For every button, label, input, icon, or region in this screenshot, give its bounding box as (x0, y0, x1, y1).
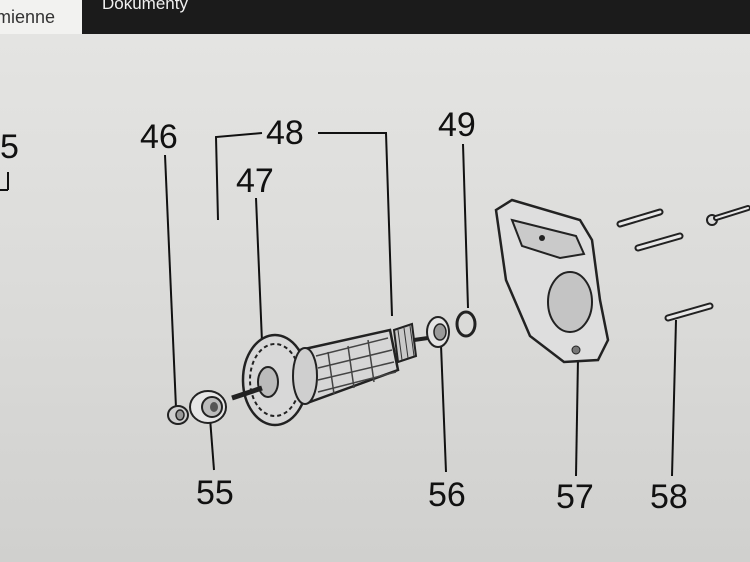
leader-57 (575, 357, 579, 477)
callout-58: 58 (650, 478, 688, 516)
tab-dokumenty[interactable]: Dokumenty (82, 0, 750, 34)
part-bearing-55 (189, 390, 227, 424)
tab-dokumenty-label: Dokumenty (102, 0, 188, 13)
leader-46 (164, 154, 177, 409)
part-armature-48 (292, 328, 400, 405)
leader-55 (209, 417, 215, 471)
bracket-48-right (318, 132, 393, 317)
callout-55: 55 (196, 474, 234, 512)
leader-58 (671, 319, 677, 477)
part-fan-47 (231, 333, 309, 427)
callout-46: 46 (140, 118, 178, 156)
part-pin-58 (664, 302, 714, 322)
callout-57: 57 (556, 478, 594, 516)
part-pin-middle (634, 232, 684, 252)
leader-56 (440, 344, 447, 473)
callout-48: 48 (266, 114, 304, 152)
bracket-48-left (214, 132, 263, 221)
part-ring-46 (167, 405, 189, 425)
part-pin-upper (616, 208, 664, 228)
part-screw (706, 205, 750, 226)
callout-5: 5 (0, 128, 19, 166)
part-commutator (392, 322, 429, 364)
callout-56: 56 (428, 476, 466, 514)
leader-47 (255, 197, 263, 343)
tab-bar: mienne Dokumenty (0, 0, 750, 34)
leader-49 (462, 143, 469, 309)
tab-zamienne[interactable]: mienne (0, 0, 83, 34)
callout-49: 49 (438, 106, 476, 144)
exploded-parts-diagram: 5 46 48 47 49 55 56 57 58 (0, 34, 750, 562)
part-bearing-56 (426, 316, 450, 348)
diagram-svg: 5 46 48 47 49 55 56 57 58 (0, 106, 750, 516)
part-housing-57 (494, 198, 610, 364)
callout-47: 47 (236, 162, 274, 200)
part-oring-49 (455, 310, 477, 338)
